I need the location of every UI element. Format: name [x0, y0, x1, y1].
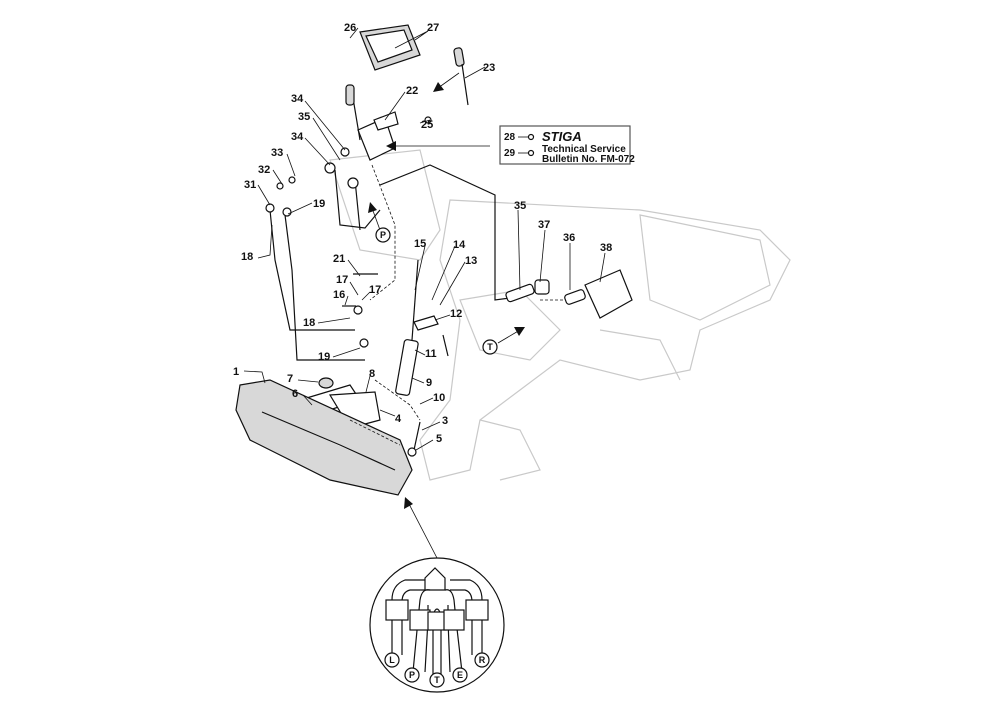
bracket-and-bumper — [235, 377, 421, 496]
svg-text:T: T — [434, 675, 440, 685]
svg-text:E: E — [457, 670, 463, 680]
svg-text:R: R — [479, 655, 486, 665]
svg-text:L: L — [389, 655, 395, 665]
hoses-left — [269, 164, 511, 361]
control-valve — [345, 84, 399, 161]
fittings — [265, 116, 633, 357]
part-label: 6 — [292, 388, 298, 400]
part-label: 4 — [395, 413, 402, 425]
part-label: 38 — [600, 242, 612, 254]
part-label: 21 — [333, 253, 345, 265]
chassis-frame — [329, 149, 791, 481]
part-labels: 26 27 23 22 25 34 35 34 33 32 31 19 18 1… — [233, 22, 612, 445]
part-label: 34 — [291, 131, 304, 143]
part-label: 32 — [258, 164, 270, 176]
note-item: 29 — [504, 148, 516, 159]
detail-port-p: P — [404, 667, 420, 683]
leader-lines — [243, 27, 606, 451]
note-item: 28 — [504, 132, 516, 143]
part-label: 22 — [406, 85, 418, 97]
part-label: 35 — [298, 111, 310, 123]
part-label: 25 — [421, 119, 433, 131]
part-label: 9 — [426, 377, 432, 389]
detail-view — [369, 557, 505, 693]
part-label: 7 — [287, 373, 293, 385]
port-marker-p: P — [375, 227, 391, 243]
part-label: 16 — [333, 289, 345, 301]
svg-text:P: P — [409, 670, 415, 680]
stiga-logo: STIGA — [542, 129, 582, 144]
part-label: 8 — [369, 368, 375, 380]
bulletin-line-1: Technical Service — [542, 144, 626, 155]
part-label: 1 — [233, 366, 239, 378]
detail-port-r: R — [474, 652, 490, 668]
part-label: 35 — [514, 200, 526, 212]
part-label: 23 — [483, 62, 495, 74]
part-label: 19 — [313, 198, 325, 210]
lift-cylinder — [395, 259, 439, 396]
part-label: 18 — [303, 317, 315, 329]
bulletin-line-2: Bulletin No. FM-072 — [542, 154, 635, 165]
part-label: 3 — [442, 415, 448, 427]
part-label: 26 — [344, 22, 356, 34]
part-label: 27 — [427, 22, 439, 34]
part-label: 15 — [414, 238, 426, 250]
part-label: 36 — [563, 232, 575, 244]
service-bulletin-box: 28 29 STIGA Technical Service Bulletin N… — [499, 125, 635, 165]
handle-23 — [453, 47, 469, 106]
assembly-lines — [349, 164, 566, 446]
part-label: 10 — [433, 392, 445, 404]
part-label: 18 — [241, 251, 253, 263]
part-label: 17 — [369, 284, 381, 296]
part-label: 33 — [271, 147, 283, 159]
part-label: 37 — [538, 219, 550, 231]
detail-port-l: L — [384, 652, 400, 668]
port-marker-t: T — [482, 339, 498, 355]
part-label: 12 — [450, 308, 462, 320]
svg-text:P: P — [380, 230, 386, 240]
part-label: 13 — [465, 255, 477, 267]
detail-port-e: E — [452, 667, 468, 683]
part-label: 17 — [336, 274, 348, 286]
part-label: 11 — [425, 348, 437, 360]
part-label: 34 — [291, 93, 304, 105]
part-label: 5 — [436, 433, 442, 445]
detail-port-t: T — [429, 672, 445, 688]
lever-cover — [359, 24, 421, 71]
part-label: 31 — [244, 179, 256, 191]
part-label: 14 — [453, 239, 466, 251]
part-label: 19 — [318, 351, 330, 363]
svg-text:T: T — [487, 342, 493, 352]
arrows — [368, 72, 525, 559]
